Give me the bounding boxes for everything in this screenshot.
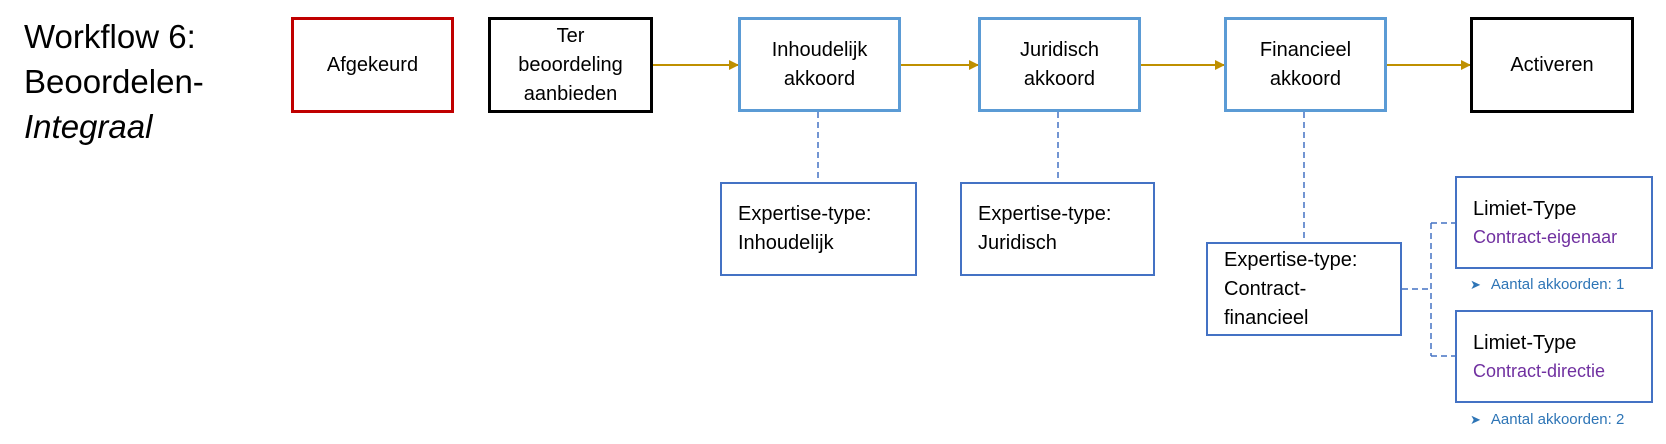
state-financieel-akkoord: Financieel akkoord xyxy=(1224,17,1387,112)
expertise-inhoudelijk: Expertise-type: Inhoudelijk xyxy=(720,182,917,276)
limit-2-note: ➤ Aantal akkoorden: 2 xyxy=(1470,411,1624,428)
state-inhoudelijk-akkoord: Inhoudelijk akkoord xyxy=(738,17,901,112)
limit-1-note: ➤ Aantal akkoorden: 1 xyxy=(1470,276,1624,293)
title-line-2: Beoordelen- xyxy=(24,63,204,100)
title-line-3: Integraal xyxy=(24,108,153,145)
title-line-1: Workflow 6: xyxy=(24,18,196,55)
state-inhoudelijk-line-2: akkoord xyxy=(783,67,856,90)
state-ter-beoordeling-line-1: Ter xyxy=(556,24,585,47)
arrowhead-bullet-icon: ➤ xyxy=(1470,412,1481,427)
state-juridisch-line-2: akkoord xyxy=(1023,67,1096,90)
link-limits xyxy=(1402,222,1455,357)
expertise-financieel-line-1: Expertise-type: xyxy=(1224,248,1358,271)
expertise-inhoudelijk-line-1: Expertise-type: xyxy=(738,203,872,225)
state-financieel-line-2: akkoord xyxy=(1269,67,1342,90)
state-activeren: Activeren xyxy=(1470,17,1634,113)
state-afgekeurd: Afgekeurd xyxy=(291,17,454,113)
limit-2-type: Limiet-Type xyxy=(1473,331,1577,354)
expertise-financieel-line-3: financieel xyxy=(1224,306,1309,329)
state-juridisch-line-1: Juridisch xyxy=(1020,38,1099,61)
state-ter-beoordeling-line-3: aanbieden xyxy=(523,82,618,105)
state-ter-beoordeling: Ter beoordeling aanbieden xyxy=(488,17,653,113)
expertise-inhoudelijk-line-2: Inhoudelijk xyxy=(738,232,834,254)
expertise-juridisch-line-2: Juridisch xyxy=(978,232,1057,254)
limit-1-note-text: Aantal akkoorden: 1 xyxy=(1490,276,1625,293)
state-activeren-label: Activeren xyxy=(1510,53,1594,76)
limit-1-value: Contract-eigenaar xyxy=(1473,226,1618,247)
state-juridisch-akkoord: Juridisch akkoord xyxy=(978,17,1141,112)
limit-1-type: Limiet-Type xyxy=(1473,197,1577,220)
limit-2-note-text: Aantal akkoorden: 2 xyxy=(1490,411,1625,428)
limit-box-1: Limiet-Type Contract-eigenaar xyxy=(1455,176,1653,269)
arrowhead-bullet-icon: ➤ xyxy=(1470,277,1481,292)
expertise-financieel: Expertise-type: Contract- financieel xyxy=(1206,242,1402,336)
state-inhoudelijk-line-1: Inhoudelijk xyxy=(771,38,868,61)
expertise-juridisch: Expertise-type: Juridisch xyxy=(960,182,1155,276)
expertise-financieel-line-2: Contract- xyxy=(1224,277,1307,300)
state-afgekeurd-label: Afgekeurd xyxy=(326,53,419,76)
diagram-title: Workflow 6: Beoordelen- Integraal xyxy=(24,14,204,149)
state-financieel-line-1: Financieel xyxy=(1259,38,1352,61)
state-ter-beoordeling-line-2: beoordeling xyxy=(518,53,623,76)
limit-box-2: Limiet-Type Contract-directie xyxy=(1455,310,1653,403)
limit-2-value: Contract-directie xyxy=(1473,360,1606,381)
expertise-juridisch-line-1: Expertise-type: xyxy=(978,203,1112,225)
